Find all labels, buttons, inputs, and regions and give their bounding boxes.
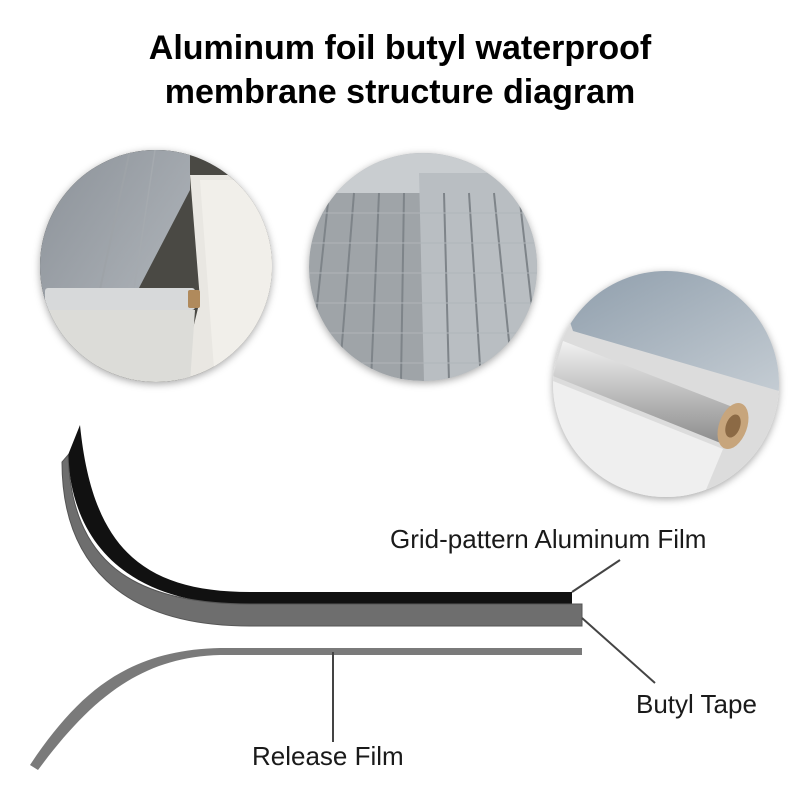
title-line-2: membrane structure diagram (164, 73, 636, 111)
aluminum-film-label: Grid-pattern Aluminum Film (390, 524, 707, 554)
butyl-tape-label: Butyl Tape (636, 689, 757, 719)
diagram-title: Aluminum foil butyl waterproof membrane … (0, 26, 800, 114)
metal-roof-with-foil-photo (309, 153, 537, 381)
title-line-1: Aluminum foil butyl waterproof (148, 29, 652, 67)
foil-roll-closeup-photo (553, 271, 779, 497)
aluminum-leader-line (571, 559, 621, 593)
release-film-label: Release Film (252, 741, 404, 771)
membrane-roll-on-roof-photo (40, 150, 272, 382)
aluminum-film-layer (68, 425, 572, 605)
butyl-leader-line (581, 617, 656, 684)
